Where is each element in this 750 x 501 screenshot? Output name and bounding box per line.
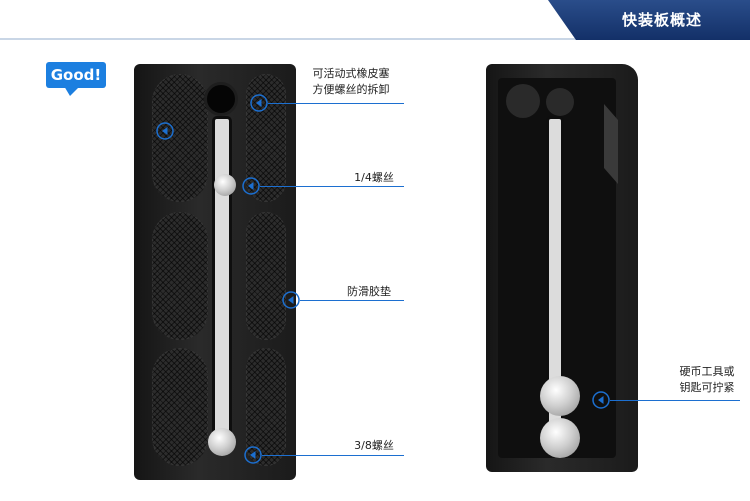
label-quarter-screw: 1/4螺丝 (354, 171, 394, 184)
arrow-circle-icon (244, 446, 262, 464)
callout-line-rubber-plug (268, 103, 404, 104)
callout-line-three-eighths-screw (262, 455, 404, 456)
quick-release-plate-front (134, 64, 296, 480)
plug-recess (506, 84, 540, 118)
section-title-background (548, 0, 750, 40)
good-badge-tail (64, 86, 80, 96)
coin-screw-upper (540, 376, 580, 416)
arrow-circle-icon (242, 177, 260, 195)
label-three-eighths-screw: 3/8螺丝 (354, 439, 394, 452)
callout-line-quarter-screw (260, 186, 404, 187)
section-title-tab: 快装板概述 (548, 0, 750, 40)
anti-slip-pad-mid-left (152, 212, 208, 340)
anti-slip-pad-top-right (246, 74, 286, 202)
rubber-plug (204, 82, 238, 116)
anti-slip-pad-mid-right (246, 212, 286, 340)
good-badge: Good! (46, 62, 110, 98)
three-eighths-inch-screw (208, 428, 236, 456)
coin-screw-lower (540, 418, 580, 458)
side-notch (604, 104, 618, 184)
label-rubber-plug-line1: 可活动式橡皮塞 (312, 67, 390, 80)
quarter-inch-screw (214, 174, 236, 196)
callout-line-anti-slip-pad (300, 300, 404, 301)
header-divider (0, 38, 750, 40)
section-title: 快装板概述 (621, 11, 702, 29)
arrow-circle-icon (282, 291, 300, 309)
label-coin-tool-line1: 硬币工具或 (679, 365, 735, 378)
good-badge-text: Good! (46, 62, 106, 88)
plug-recess-small (546, 88, 574, 116)
label-coin-tool-line2: 钥匙可拧紧 (679, 381, 735, 394)
arrow-circle-icon (250, 94, 268, 112)
quick-release-plate-back (486, 64, 638, 472)
callout-line-coin-tool (610, 400, 740, 401)
arrow-circle-icon (592, 391, 610, 409)
label-anti-slip-pad: 防滑胶垫 (347, 285, 391, 298)
screw-slot (212, 116, 232, 454)
anti-slip-pad-bottom-left (152, 348, 208, 466)
arrow-circle-icon (156, 122, 174, 140)
label-rubber-plug-line2: 方便螺丝的拆卸 (312, 83, 390, 96)
